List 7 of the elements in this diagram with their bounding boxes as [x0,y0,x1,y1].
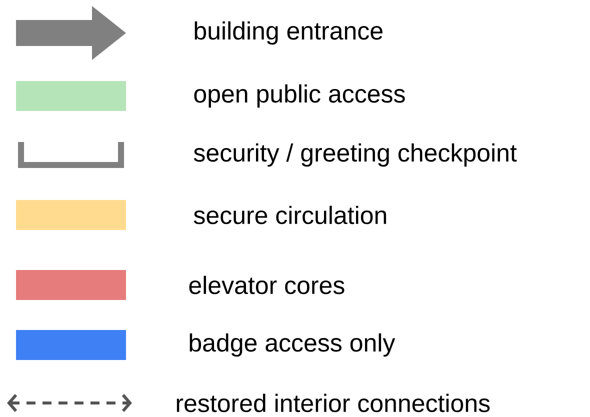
legend-label: restored interior connections [176,394,490,412]
legend-label: building entrance [194,21,382,45]
legend-label: open public access [194,84,405,108]
legend-label: elevator cores [189,276,344,294]
legend-label: badge access only [190,333,396,357]
legend-label: security / greeting checkpoint [194,143,517,167]
legend-label: secure circulation [194,206,386,224]
